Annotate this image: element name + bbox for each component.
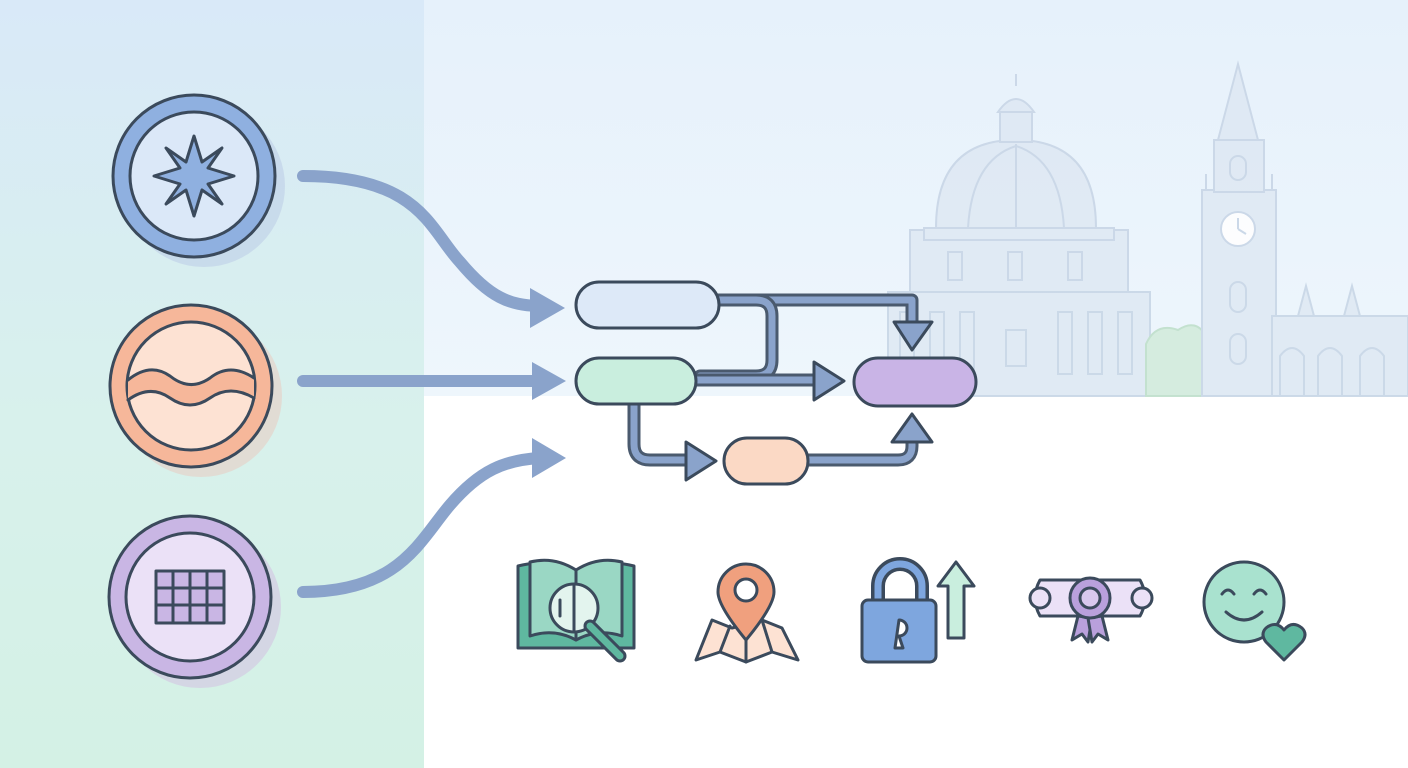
flow-node-top [574,280,721,330]
source-node-orange [108,303,282,477]
flow-node-lower [722,436,810,486]
source-node-purple [107,514,281,688]
source-node-blue [111,93,285,267]
map-pin-icon [694,562,800,664]
connector-middle-to-output [689,360,846,402]
lock-upload-icon [860,557,976,664]
connector-middle-to-lower [627,397,718,482]
skyline [887,60,1408,397]
tree-icon [1145,324,1207,397]
connector-top-to-output [712,293,934,352]
domed-building-icon [887,74,1151,397]
clock-tower-icon [1201,60,1277,397]
diploma-scroll-icon [1028,576,1154,644]
arrow-source-orange [297,362,566,400]
smiley-heart-icon [1202,560,1307,662]
arrow-source-blue [297,170,565,328]
wave-icon [126,368,256,407]
gothic-building-icon [1271,282,1408,397]
flow-node-middle [574,356,698,406]
flow-node-output [852,356,978,408]
book-magnifier-icon [516,558,636,663]
connector-lower-to-output [801,412,934,467]
grid-icon [154,569,226,625]
star-compass-icon [152,134,236,218]
arrow-source-purple [297,438,566,598]
